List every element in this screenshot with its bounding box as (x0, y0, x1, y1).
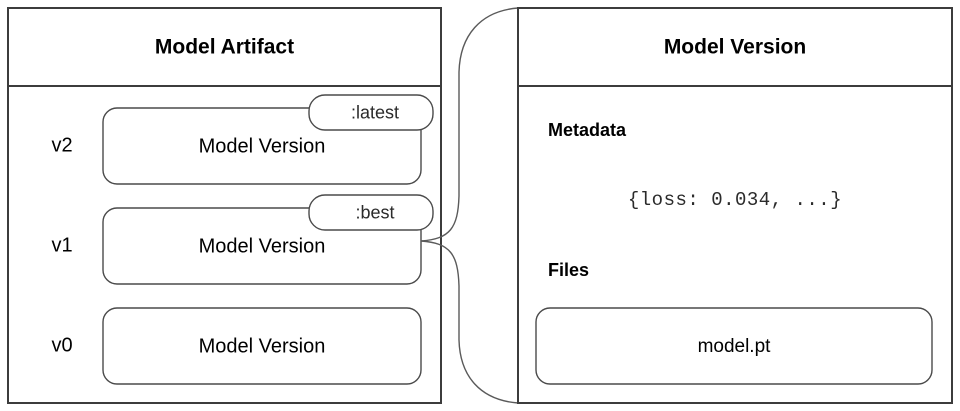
tag-chip-best[interactable] (308, 194, 434, 231)
version-label-v2: v2 (51, 134, 72, 156)
model-artifact-title: Model Artifact (155, 36, 294, 59)
connector-brace (420, 7, 519, 404)
tag-chip-latest[interactable] (308, 94, 434, 131)
model-version-title: Model Version (664, 36, 806, 59)
version-row-v2[interactable]: v2 Model Version :latest (51, 94, 434, 185)
connector-lower-curve (420, 240, 519, 404)
file-box-model-pt[interactable] (535, 307, 933, 385)
version-label-v0: v0 (51, 334, 72, 356)
connector-upper-curve (420, 7, 519, 242)
model-version-label-v0: Model Version (199, 335, 326, 357)
tag-label-best: :best (355, 202, 394, 222)
metadata-section: Metadata {loss: 0.034, ...} (548, 120, 842, 211)
model-version-label-v2: Model Version (199, 135, 326, 157)
model-version-label-v1: Model Version (199, 235, 326, 257)
tag-label-latest: :latest (351, 102, 399, 122)
model-version-box-v0[interactable] (102, 307, 422, 385)
metadata-value: {loss: 0.034, ...} (628, 189, 842, 211)
file-label-model-pt: model.pt (698, 336, 772, 357)
model-artifact-panel: Model Artifact v2 Model Version :latest … (7, 7, 442, 404)
version-row-v0[interactable]: v0 Model Version (51, 307, 422, 385)
files-section: Files model.pt (535, 260, 933, 385)
files-heading: Files (548, 260, 589, 280)
version-row-v1[interactable]: v1 Model Version :best (51, 194, 434, 285)
version-label-v1: v1 (51, 234, 72, 256)
model-version-panel: Model Version Metadata {loss: 0.034, ...… (517, 7, 953, 404)
metadata-heading: Metadata (548, 120, 627, 140)
